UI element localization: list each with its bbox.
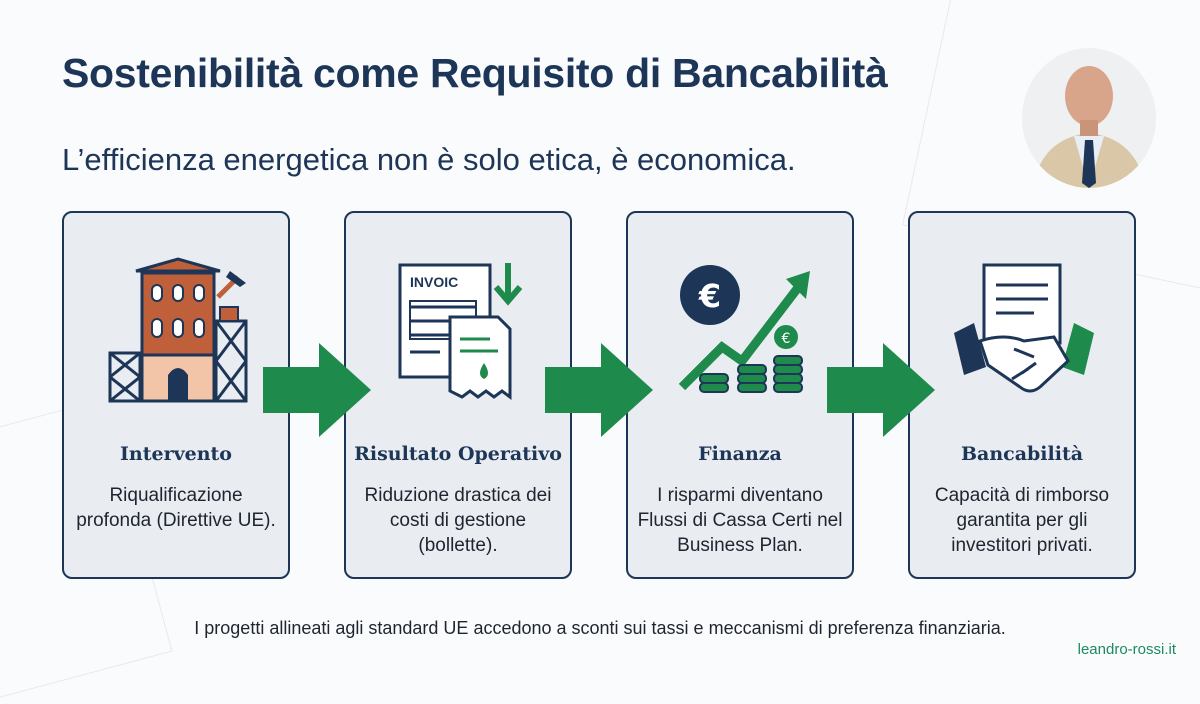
footer-note: I progetti allineati agli standard UE ac… xyxy=(194,618,1006,638)
card-bancabilita: Bancabilità Capacità di rimborso garanti… xyxy=(908,211,1136,579)
card-title: Risultato Operativo xyxy=(354,443,562,465)
slide-title: Sostenibilità come Requisito di Bancabil… xyxy=(62,50,888,96)
svg-text:€: € xyxy=(782,331,791,347)
card-text: I risparmi diventano Flussi di Cassa Cer… xyxy=(637,485,843,556)
card-text: Riduzione drastica dei costi di gestione… xyxy=(364,485,552,556)
card-title: Bancabilità xyxy=(960,443,1084,465)
arrow-right-icon xyxy=(545,343,653,437)
presenter-avatar xyxy=(1022,48,1156,188)
building-renovation-icon xyxy=(108,257,248,403)
card-text: Capacità di rimborso garantita per gli i… xyxy=(934,485,1110,556)
arrow-right-icon xyxy=(827,343,935,437)
arrow-right-icon xyxy=(263,343,371,437)
card-text: Riqualificazione profonda (Direttive UE)… xyxy=(76,485,276,531)
euro-growth-icon: € € xyxy=(678,265,810,393)
brand-link[interactable]: leandro-rossi.it xyxy=(1077,641,1176,658)
svg-text:INVOIC: INVOIC xyxy=(410,274,458,290)
handshake-contract-icon xyxy=(954,263,1094,393)
card-title: Intervento xyxy=(120,443,232,465)
card-risultato-operativo: INVOIC Risultato Operativo Riduzione dra… xyxy=(344,211,572,579)
card-title: Finanza xyxy=(698,443,782,465)
card-finanza: € € Finanza I risparmi diventano Flussi … xyxy=(626,211,854,579)
invoice-icon: INVOIC xyxy=(398,263,523,400)
svg-text:€: € xyxy=(698,277,721,315)
slide-subtitle: L’efficienza energetica non è solo etica… xyxy=(62,142,796,177)
card-intervento: Intervento Riqualificazione profonda (Di… xyxy=(62,211,290,579)
